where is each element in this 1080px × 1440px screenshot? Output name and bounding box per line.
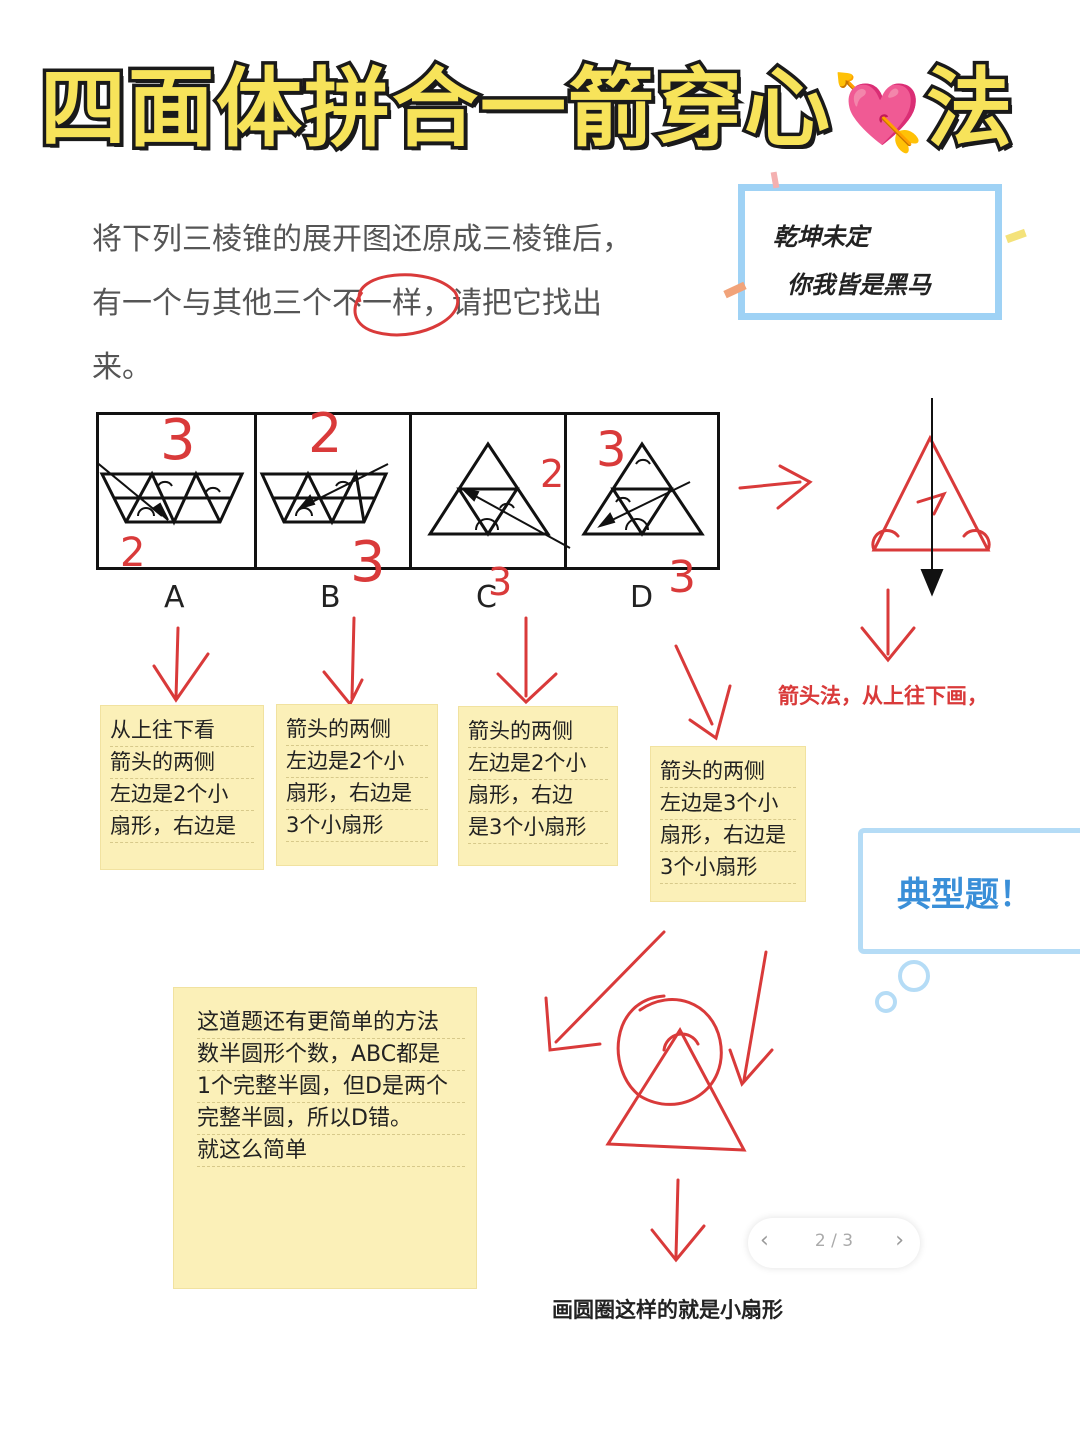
net-a-inner xyxy=(124,470,222,526)
title-text: 四面体拼合一箭穿心 xyxy=(37,56,834,163)
net-cell-b xyxy=(254,415,412,567)
highlight-circle xyxy=(353,273,460,337)
annotation-d-bottom: 3 xyxy=(668,552,696,603)
note-b-line: 3个小扇形 xyxy=(286,810,428,842)
nets-figure xyxy=(96,412,720,570)
note-d-line: 箭头的两侧 xyxy=(660,756,796,788)
page-title: 四面体拼合一箭穿心💘法 xyxy=(37,38,1040,163)
bubble-tail-icon xyxy=(875,960,930,1013)
typical-question-bubble: 典型题！ xyxy=(858,828,1080,954)
option-b-label: B xyxy=(320,580,341,615)
note-c: 箭头的两侧 左边是2个小 扇形，右边 是3个小扇形 xyxy=(458,706,618,866)
down-arrow-c xyxy=(496,616,558,705)
question-line-2: 有一个与其他三个不一样，请把它找出 xyxy=(92,286,602,321)
arrow-down-bottom xyxy=(650,1178,706,1263)
note-d: 箭头的两侧 左边是3个小 扇形，右边是 3个小扇形 xyxy=(650,746,806,902)
annotation-d-top: 3 xyxy=(596,422,627,478)
title-suffix: 法 xyxy=(923,56,1016,163)
question-line-1: 将下列三棱锥的展开图还原成三棱锥后， xyxy=(92,222,632,257)
note-b-line: 扇形，右边是 xyxy=(286,778,428,810)
note-a: 从上往下看 箭头的两侧 左边是2个小 扇形，右边是 xyxy=(100,705,264,870)
heart-arrow-icon: 💘 xyxy=(832,70,927,156)
annotation-b-bottom: 3 xyxy=(350,530,386,595)
option-c-label: C xyxy=(476,580,497,615)
triangle-sketch xyxy=(605,1027,747,1152)
note-c-line: 是3个小扇形 xyxy=(468,812,608,844)
annotation-b-top: 2 xyxy=(308,402,343,465)
arrow-right-down xyxy=(728,950,774,1087)
question-line-3: 来。 xyxy=(92,350,152,385)
note-a-line: 扇形，右边是 xyxy=(110,811,254,843)
option-a-label: A xyxy=(164,580,185,615)
net-cell-a xyxy=(99,415,257,567)
down-arrow-b xyxy=(322,616,364,707)
annotation-c-right: 2 xyxy=(540,452,565,496)
note-d-line: 左边是3个小 xyxy=(660,788,796,820)
arrow-method-caption: 箭头法，从上往下画， xyxy=(778,684,988,708)
down-arrow-d xyxy=(674,644,732,741)
net-cell-c xyxy=(409,415,567,567)
annotation-a-top: 3 xyxy=(160,408,196,473)
note-b-line: 左边是2个小 xyxy=(286,746,428,778)
question-text: 将下列三棱锥的展开图还原成三棱锥后， 有一个与其他三个不一样，请把它找出 来。 xyxy=(92,208,702,400)
down-arrow-pyramid xyxy=(860,588,916,663)
right-arrow xyxy=(738,464,813,510)
note-b-line: 箭头的两侧 xyxy=(286,714,428,746)
note-c-line: 扇形，右边 xyxy=(468,780,608,812)
nets-drawing xyxy=(96,441,705,549)
note-big-line: 1个完整半圆，但D是两个 xyxy=(197,1071,465,1103)
page-indicator: 2 / 3 xyxy=(814,1231,854,1251)
motto-box: 乾坤未定 你我皆是黑马 xyxy=(738,184,1002,320)
note-big-line: 就这么简单 xyxy=(197,1135,465,1167)
note-simple-method: 这道题还有更简单的方法 数半圆形个数，ABC都是 1个完整半圆，但D是两个 完整… xyxy=(173,987,477,1289)
motto-line-2: 你我皆是黑马 xyxy=(787,271,931,299)
next-page-icon[interactable]: › xyxy=(895,1228,904,1253)
note-big-line: 这道题还有更简单的方法 xyxy=(197,1007,465,1039)
note-a-line: 箭头的两侧 xyxy=(110,747,254,779)
note-big-line: 数半圆形个数，ABC都是 xyxy=(197,1039,465,1071)
note-c-line: 箭头的两侧 xyxy=(468,716,608,748)
note-a-line: 从上往下看 xyxy=(110,715,254,747)
prev-page-icon[interactable]: ‹ xyxy=(760,1228,769,1253)
note-d-line: 扇形，右边是 xyxy=(660,820,796,852)
option-d-label: D xyxy=(630,580,654,615)
note-b: 箭头的两侧 左边是2个小 扇形，右边是 3个小扇形 xyxy=(276,704,438,866)
net-b-inner xyxy=(282,469,366,526)
annotation-a-bottom: 2 xyxy=(120,530,146,576)
note-c-line: 左边是2个小 xyxy=(468,748,608,780)
note-big-line: 完整半圆，所以D错。 xyxy=(197,1103,465,1135)
note-a-line: 左边是2个小 xyxy=(110,779,254,811)
motto-line-1: 乾坤未定 xyxy=(773,223,869,251)
bubble-text: 典型题！ xyxy=(897,875,1033,915)
confetti-decoration xyxy=(723,171,1027,299)
annotation-c-bottom: 3 xyxy=(488,560,513,604)
note-d-line: 3个小扇形 xyxy=(660,852,796,884)
down-arrow-a xyxy=(152,626,210,703)
circle-caption: 画圆圈这样的就是小扇形 xyxy=(552,1298,783,1322)
arrow-left-down xyxy=(544,930,666,1052)
red-sketch-layer xyxy=(152,398,991,1263)
circle-sketch xyxy=(616,994,723,1106)
image-pager: ‹ 2 / 3 › xyxy=(748,1218,920,1268)
